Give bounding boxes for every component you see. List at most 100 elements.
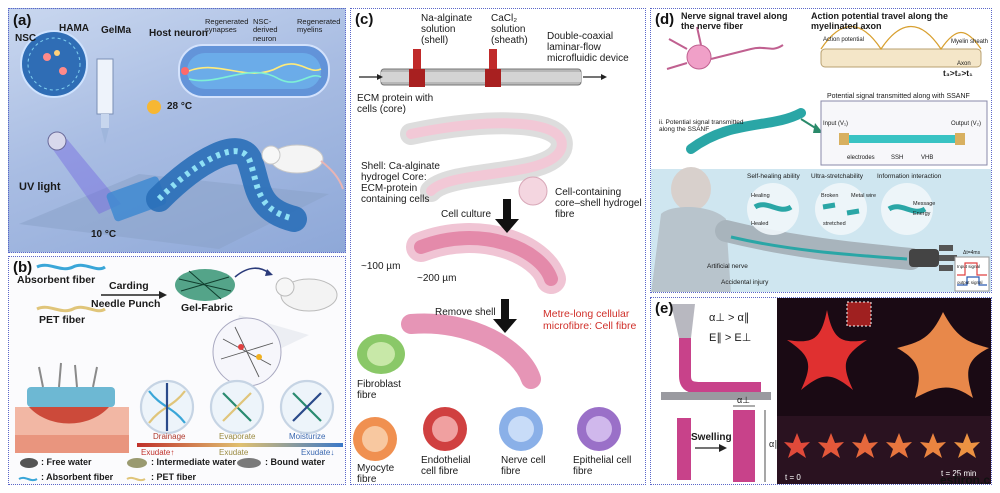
broken-label: Broken [821,193,839,199]
panel-b: (b) Absorbent fiber Carding PET fiber Ne… [8,256,346,485]
ssh-label: SSH [891,155,904,161]
legend-free-water: : Free water [41,457,92,467]
regenerated-myelins-label: Regenerated myelins [297,17,341,35]
output-label: Output (V₂) [951,121,982,127]
panel-d: (d) Nerve signal travel along the nerve … [650,8,992,293]
delta-t-label: Δt=4ms [963,250,981,256]
evaporate-label: Evaporate [219,432,256,441]
star-sequence [779,420,991,484]
dim-100-label: ~100 µm [361,261,401,272]
panel-c-label: (c) [355,11,374,28]
input-label: Input (V₁) [823,121,849,127]
watermark: esfiron.c [940,473,991,487]
myelin-sheath-label: Myelin sheath [951,39,989,45]
device-label: Double-coaxial laminar-flow microfluidic… [547,31,629,64]
t0-label: t = 0 [785,473,801,482]
info-interaction-label: Information interaction [877,173,942,180]
legend-pet-fiber: : PET fiber [151,472,197,482]
stretched-label: stretched [823,221,846,227]
na-alginate-label: Na-alginate solution (shell) [421,13,473,46]
exudate-down-label: Exudate↓ [301,448,335,457]
ecm-core-label: ECM protein with cells (core) [357,93,434,115]
endothelial-label: Endothelial cell fibre [421,455,471,477]
legend-bound-water: : Bound water [265,457,325,467]
action-potential-label: Action potential [823,37,865,43]
panel-a: (a) NSC HAMA GelMa Host neuron Regenerat… [8,8,346,253]
vhb-label: VHB [921,155,934,161]
temp-low-label: 10 °C [91,229,117,240]
shell-core-label: Shell: Ca-alginate hydrogel Core: ECM-pr… [361,161,440,205]
star-sequence-svg [784,433,980,458]
eq2-label: E∥ > E⊥ [709,332,752,344]
panel-e: (e) α⊥ > α∥ E∥ > E⊥ Swelling α⊥ α∥ t = 0… [650,297,992,485]
t-order-label: t₃>t₂>t₁ [943,68,973,78]
nerve-label: Nerve cell fibre [501,455,546,477]
nerve-signal-label: Nerve signal travel along the nerve fibe… [681,11,788,31]
input-signal-label: Input signal [957,264,981,269]
message-label: Message [913,201,936,207]
star-frame [886,433,912,458]
potential-along-ssanf-label: Potential signal transmitted along with … [827,93,970,100]
temp-high-label: 28 °C [167,101,193,112]
needle-punch-label: Needle Punch [91,298,161,310]
alpha-perp-label: α⊥ [737,395,751,405]
healing-label: Healing [751,193,770,199]
nsc-label: NSC [15,33,37,44]
drainage-label: Drainage [153,432,186,441]
epithelial-label: Epithelial cell fibre [573,455,632,477]
exudate-label: Exudate [219,448,249,457]
swelling-label: Swelling [691,432,732,443]
panel-b-illustration [15,263,343,482]
myocyte-label: Myocyte fibre [357,463,395,485]
nsc-derived-neuron-label: NSC-derived neuron [253,17,278,43]
panel-c: (c) Na-alginate solution (shell) CaCl₂ s… [350,8,646,485]
panel-e-label: (e) [655,300,674,317]
host-neuron-label: Host neuron [149,28,208,39]
eq1-label: α⊥ > α∥ [709,312,750,324]
moisturize-label: Moisturize [289,432,326,441]
metre-long-label: Metre-long cellular microfibre: Cell fib… [543,308,637,332]
remove-shell-label: Remove shell [435,307,496,318]
regenerated-synapses-label: Regenerated synapses [205,17,249,35]
accidental-injury-label: Accidental injury [721,279,769,286]
panel-d-label: (d) [655,11,675,28]
panel-c-illustration [353,49,621,461]
alpha-par-label: α∥ [769,439,779,449]
panel-e-illustration [661,298,991,484]
hama-label: HAMA [59,23,89,34]
healed-label: Healed [751,221,769,227]
t-end-label: t = 25 min [941,469,977,478]
cell-containing-label: Cell-containing core–shell hydrogel fibr… [555,187,642,220]
energy-label: Energy [913,211,931,217]
ultra-stretch-label: Ultra-stretchability [811,173,864,180]
action-potential-travel-label: Action potential travel along the myelin… [811,11,949,31]
cell-culture-label: Cell culture [441,209,492,220]
star-frame [784,433,810,458]
dim-200-label: ~200 µm [417,273,457,284]
carding-label: Carding [109,280,149,292]
gelma-label: GelMa [101,25,132,36]
exudate-up-label: Exudate↑ [141,448,175,457]
gel-fabric-label: Gel-Fabric [181,302,233,314]
axon-label: Axon [957,61,971,67]
legend-intermediate-water: : Intermediate water [151,457,237,467]
star-frame [920,433,946,458]
star-frame [852,433,878,458]
electrodes-label: electrodes [847,155,875,161]
panel-d-illustration [651,25,991,292]
metal-wire-label: Metal wire [851,193,877,199]
star-frame [818,433,844,458]
cacl2-label: CaCl₂ solution (sheath) [491,13,528,46]
self-healing-label: Self-healing ability [747,173,800,180]
panel-b-label: (b) [13,259,33,276]
fibroblast-label: Fibroblast fibre [357,379,401,401]
panel-a-label: (a) [13,12,32,29]
panel-a-illustration [19,30,344,249]
output-signal-label: output signal [957,280,983,285]
absorbent-fiber-label: Absorbent fiber [17,274,96,286]
artificial-nerve-label: Artificial nerve [707,263,748,270]
ii-potential-label: ii. Potential signal transmitted along t… [659,119,744,134]
pet-fiber-label: PET fiber [39,314,86,326]
legend-absorbent-fiber: : Absorbent fiber [41,472,114,482]
uv-light-label: UV light [19,181,61,193]
